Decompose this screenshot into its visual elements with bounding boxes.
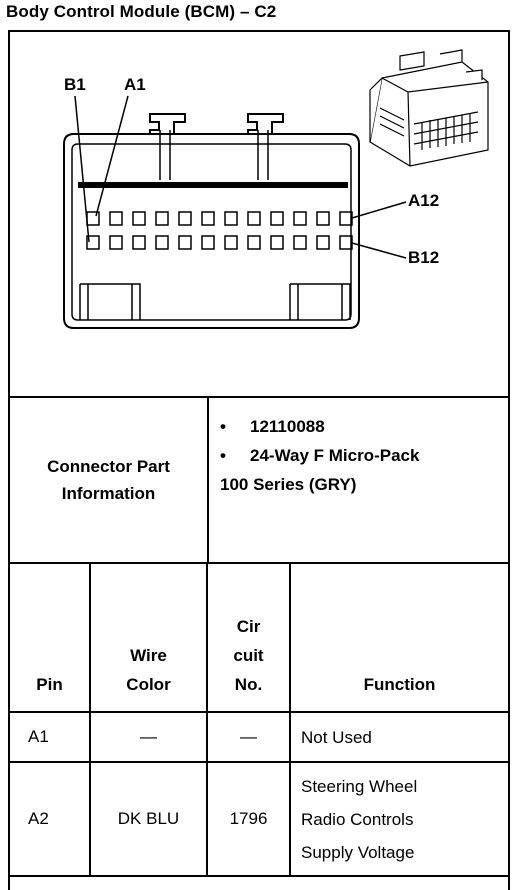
pin-row-b bbox=[86, 235, 353, 250]
leader-a1 bbox=[95, 95, 129, 217]
leader-b1 bbox=[74, 95, 90, 243]
cell-circuit: 1796 bbox=[206, 761, 291, 877]
leader-a12 bbox=[351, 201, 407, 219]
connector-drawing bbox=[63, 49, 489, 329]
leader-b12 bbox=[351, 242, 407, 259]
label-b12: B12 bbox=[408, 248, 440, 267]
part-number: 12110088 bbox=[250, 417, 325, 436]
table-row: A1 — — Not Used bbox=[10, 711, 508, 763]
cell-circuit: — bbox=[206, 711, 291, 763]
connector-diagram: B1 A1 A12 B12 bbox=[10, 32, 508, 398]
pin-table-header: Pin Wire Color Cir cuit No. Function bbox=[10, 564, 508, 713]
bullet-icon: • bbox=[220, 417, 226, 436]
connector-top-rail bbox=[78, 182, 348, 188]
description-line2: 100 Series (GRY) bbox=[220, 475, 357, 494]
label-b1: B1 bbox=[64, 75, 86, 94]
latch-tab-right bbox=[247, 113, 284, 134]
bullet-icon: • bbox=[220, 446, 226, 465]
connector-part-label-line1: Connector Part bbox=[47, 457, 170, 476]
cell-function: Not Used bbox=[289, 711, 508, 763]
connector-part-label: Connector Part Information bbox=[10, 398, 209, 562]
connector-3d-illustration bbox=[369, 49, 489, 167]
latch-tab-left bbox=[149, 113, 186, 134]
description-line1: 24-Way F Micro-Pack bbox=[250, 446, 420, 465]
cell-pin: A2 bbox=[10, 761, 91, 877]
connector-housing-inner bbox=[71, 143, 352, 321]
connector-housing bbox=[63, 133, 360, 329]
connector-part-information: Connector Part Information • 12110088 • … bbox=[10, 398, 508, 564]
label-a12: A12 bbox=[408, 191, 440, 210]
cell-wire-color: DK BLU bbox=[89, 761, 208, 877]
connector-part-label-line2: Information bbox=[61, 484, 156, 503]
part-number-item: • 12110088 bbox=[220, 412, 500, 441]
pin-table: Pin Wire Color Cir cuit No. Function A1 … bbox=[10, 564, 508, 877]
header-wire-color: Wire Color bbox=[89, 564, 208, 713]
cell-wire-color: — bbox=[89, 711, 208, 763]
cell-pin: A1 bbox=[10, 711, 91, 763]
table-row: A2 DK BLU 1796 Steering Wheel Radio Cont… bbox=[10, 761, 508, 877]
page-title: Body Control Module (BCM) – C2 bbox=[6, 2, 277, 21]
connector-part-details: • 12110088 • 24-Way F Micro-Pack 100 Ser… bbox=[220, 412, 500, 499]
bottom-guide-right bbox=[289, 283, 351, 320]
description-item: • 24-Way F Micro-Pack bbox=[220, 441, 500, 470]
label-a1: A1 bbox=[124, 75, 146, 94]
bottom-guide-left bbox=[79, 283, 141, 320]
header-function: Function bbox=[289, 564, 508, 713]
connector-document-frame: B1 A1 A12 B12 Connector Part Information… bbox=[8, 30, 510, 890]
cell-function: Steering Wheel Radio Controls Supply Vol… bbox=[289, 761, 508, 877]
header-circuit-number: Cir cuit No. bbox=[206, 564, 291, 713]
pin-row-a bbox=[86, 211, 353, 226]
header-pin: Pin bbox=[10, 564, 91, 713]
